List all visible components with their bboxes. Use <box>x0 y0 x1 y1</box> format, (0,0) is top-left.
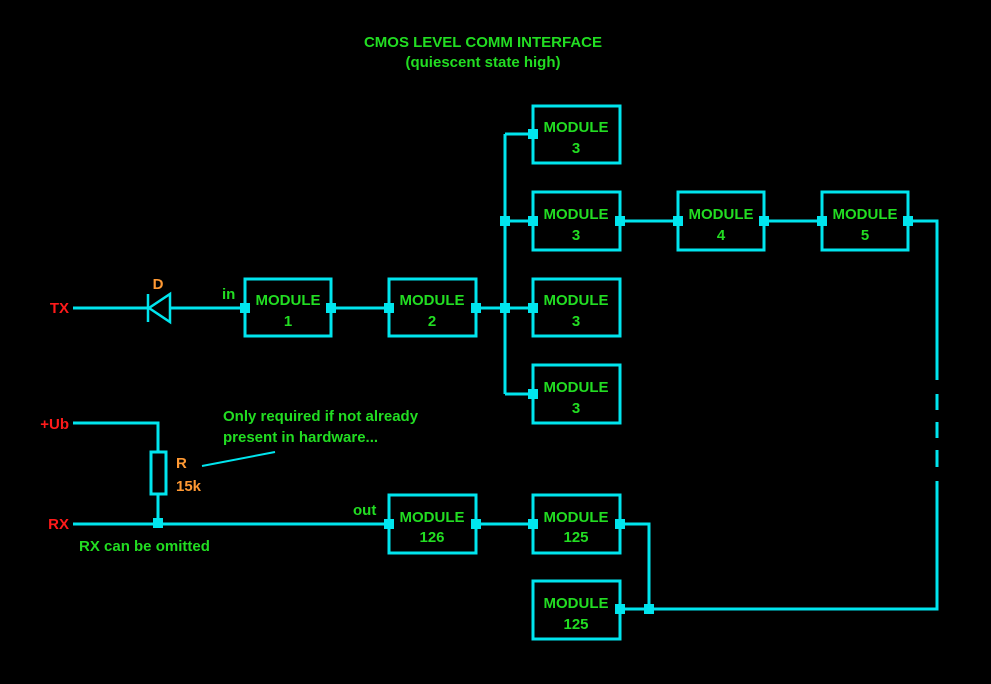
node-module-125b-in <box>615 604 625 614</box>
note-pointer-line <box>201 451 276 467</box>
node-module-1-in <box>240 303 250 313</box>
module-label: MODULE <box>400 509 465 526</box>
node-module-5-out <box>903 216 913 226</box>
node-module-5-in <box>817 216 827 226</box>
module-3-b: MODULE 3 <box>531 190 622 252</box>
module-box <box>243 277 333 338</box>
resistor-symbol <box>149 450 168 496</box>
port-label-out: out <box>353 502 376 519</box>
node-module-4-out <box>759 216 769 226</box>
module-number: 2 <box>428 313 436 330</box>
node-module-4-in <box>673 216 683 226</box>
module-4: MODULE 4 <box>676 190 766 252</box>
node-module-125a-in <box>615 519 625 529</box>
resistor-label: R <box>176 455 187 472</box>
node-module-1-out <box>326 303 336 313</box>
module-label: MODULE <box>400 292 465 309</box>
module-label: MODULE <box>544 206 609 223</box>
node-module-3b-out <box>615 216 625 226</box>
module-number: 4 <box>717 227 726 244</box>
module-box <box>531 277 622 338</box>
module-number: 3 <box>572 400 580 417</box>
node-module-126-in <box>471 519 481 529</box>
module-number: 125 <box>563 529 588 546</box>
module-box <box>531 104 622 165</box>
resistor-note-line2: present in hardware... <box>223 429 378 446</box>
module-number: 5 <box>861 227 869 244</box>
node-module-2-in <box>384 303 394 313</box>
node-bus-junction-top <box>500 216 510 226</box>
node-bus-junction-mid <box>500 303 510 313</box>
module-126: MODULE 126 <box>387 493 478 555</box>
module-box <box>531 190 622 252</box>
wire-module-5-right <box>908 219 939 380</box>
diagram-title: CMOS LEVEL COMM INTERFACE <box>364 34 602 51</box>
module-label: MODULE <box>544 509 609 526</box>
module-box <box>387 277 478 338</box>
module-box <box>676 190 766 252</box>
resistor-value: 15k <box>176 478 202 495</box>
resistor-note-line1: Only required if not already <box>223 408 419 425</box>
module-1: MODULE 1 <box>243 277 333 338</box>
node-module-126-out <box>384 519 394 529</box>
module-label: MODULE <box>544 292 609 309</box>
wire-ub-to-resistor <box>73 421 160 452</box>
module-number: 126 <box>419 529 444 546</box>
module-3-a: MODULE 3 <box>531 104 622 165</box>
module-label: MODULE <box>544 379 609 396</box>
module-number: 3 <box>572 140 580 157</box>
signal-label-rx: RX <box>48 516 69 533</box>
module-number: 3 <box>572 313 580 330</box>
module-label: MODULE <box>833 206 898 223</box>
diagram-subtitle: (quiescent state high) <box>405 54 560 71</box>
module-label: MODULE <box>544 119 609 136</box>
diode-symbol <box>146 291 172 325</box>
node-return-junction <box>644 604 654 614</box>
module-number: 1 <box>284 313 292 330</box>
signal-label-tx: TX <box>50 300 69 317</box>
module-label: MODULE <box>256 292 321 309</box>
module-2: MODULE 2 <box>387 277 478 338</box>
module-125-b: MODULE 125 <box>531 579 622 641</box>
signal-label-ub: +Ub <box>40 416 69 433</box>
module-number: 125 <box>563 616 588 633</box>
diode-triangle <box>146 291 172 325</box>
module-125-a: MODULE 125 <box>531 493 622 555</box>
rx-note: RX can be omitted <box>79 538 210 555</box>
module-label: MODULE <box>544 595 609 612</box>
node-rx-pullup-junction <box>153 518 163 528</box>
module-5: MODULE 5 <box>820 190 910 252</box>
node-module-3d-in <box>528 389 538 399</box>
wire-return-bottom <box>620 481 939 611</box>
module-3-d: MODULE 3 <box>531 363 622 425</box>
diode-label: D <box>153 276 164 293</box>
node-module-3c-in <box>528 303 538 313</box>
module-label: MODULE <box>689 206 754 223</box>
wires <box>73 132 939 611</box>
node-module-125a-out <box>528 519 538 529</box>
connection-nodes <box>153 129 913 614</box>
module-number: 3 <box>572 227 580 244</box>
node-module-2-out <box>471 303 481 313</box>
port-label-in: in <box>222 286 235 303</box>
module-3-c: MODULE 3 <box>531 277 622 338</box>
wire-module-125-junction <box>620 522 651 609</box>
node-module-3a-in <box>528 129 538 139</box>
node-module-3b-in <box>528 216 538 226</box>
